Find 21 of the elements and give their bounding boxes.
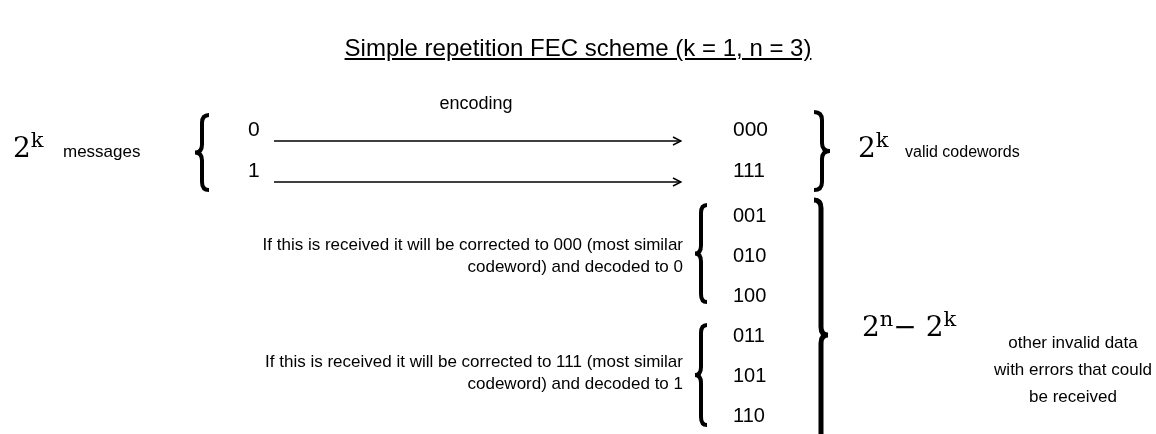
description-text: other invalid data with errors that could be received: [993, 331, 1153, 408]
code-value: 011: [733, 323, 765, 348]
messages-label: messages: [63, 141, 141, 164]
bit-value: 1: [248, 158, 260, 182]
arrow: [273, 136, 682, 146]
arrow: [273, 177, 682, 187]
code-value: 001: [733, 203, 767, 228]
bit-value: 111: [733, 158, 765, 182]
code-value: 101: [733, 363, 767, 388]
math-expression: 2$^{k}$: [13, 127, 44, 166]
codewords-label: valid codewords: [905, 142, 1020, 162]
bit-value: 0: [248, 117, 260, 141]
note-text: If this is received it will be corrected to 000 (most similar codeword) and decoded to 0: [261, 234, 683, 278]
math-expression: 2$^{k}$: [858, 127, 889, 166]
code-value: 100: [733, 283, 767, 308]
bit-value: 000: [733, 117, 769, 141]
note-text: If this is received it will be corrected to 111 (most similar codeword) and decoded to 1: [264, 351, 683, 395]
math-expression: 2$^{n}$− 2$^{k}$: [862, 306, 957, 345]
code-value: 010: [733, 243, 767, 268]
code-value: 110: [733, 403, 765, 428]
title: Simple repetition FEC scheme (k = 1, n = 3): [344, 33, 812, 63]
